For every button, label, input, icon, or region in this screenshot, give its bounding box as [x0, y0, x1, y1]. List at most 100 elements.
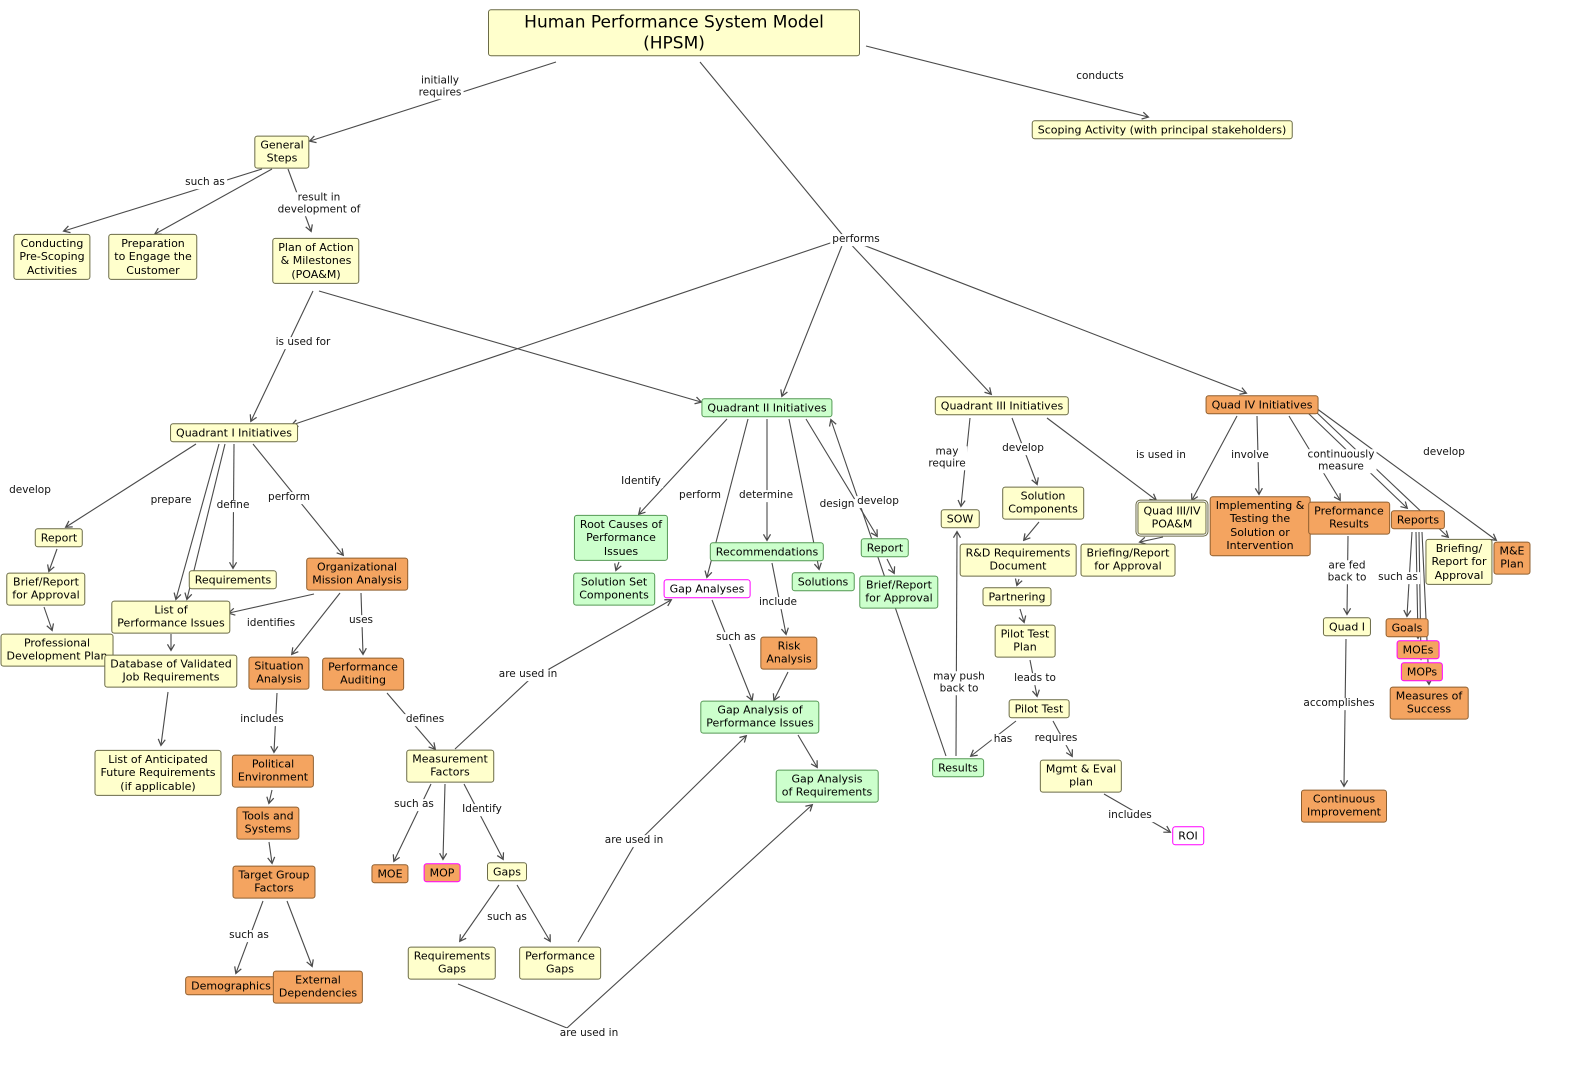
edge-label-performs-trunk: performs: [830, 233, 882, 246]
node-me-plan[interactable]: M&E Plan: [1493, 541, 1531, 575]
edge-label-identifies-issues: identifies: [244, 617, 298, 630]
edge-suchas-perfgaps: [516, 884, 551, 943]
edge-used-for-quad2: [318, 290, 703, 405]
edge-used-for-quad1: [249, 290, 314, 423]
edge-rootcauses-solset: [614, 561, 622, 572]
node-pilot-test[interactable]: Pilot Test: [1008, 699, 1070, 719]
edge-usedin-gapanalyses: [454, 599, 673, 750]
edge-suchas-extdeps: [286, 900, 314, 968]
node-perf-auditing[interactable]: Performance Auditing: [322, 657, 404, 691]
edge-label-usedin-gapanalyses: are used in: [496, 668, 560, 681]
node-quad3[interactable]: Quadrant III Initiatives: [934, 396, 1070, 416]
node-mops[interactable]: MOPs: [1400, 662, 1444, 682]
node-gap-perf-issues[interactable]: Gap Analysis of Performance Issues: [700, 700, 820, 734]
node-partnering[interactable]: Partnering: [982, 587, 1052, 607]
edge-performs-quad1: [290, 237, 846, 428]
node-gaps[interactable]: Gaps: [487, 862, 527, 882]
node-roi[interactable]: ROI: [1172, 826, 1204, 846]
edge-performs-trunk: [699, 61, 846, 239]
node-quad1[interactable]: Quadrant I Initiatives: [170, 423, 298, 443]
node-pref-results[interactable]: Preformance Results: [1308, 501, 1390, 535]
edge-label-usedin-gapperf: are used in: [602, 834, 666, 847]
edge-label-fedback-quad1: are fed back to: [1325, 559, 1369, 584]
node-prep-engage[interactable]: Preparation to Engage the Customer: [108, 233, 198, 281]
node-external-deps[interactable]: External Dependencies: [272, 970, 364, 1004]
node-sow[interactable]: SOW: [940, 509, 980, 529]
node-risk-analysis[interactable]: Risk Analysis: [760, 636, 818, 670]
node-mop[interactable]: MOP: [423, 863, 461, 883]
edge-label-suchas-demographics: such as: [227, 929, 271, 942]
edge-label-suchas-gapperf: such as: [714, 631, 758, 644]
edge-conducts: [865, 45, 1150, 120]
node-solutions[interactable]: Solutions: [791, 572, 855, 592]
node-report-2[interactable]: Report: [860, 538, 910, 558]
node-results[interactable]: Results: [932, 758, 984, 778]
node-impl-testing[interactable]: Implementing & Testing the Solution or I…: [1209, 496, 1311, 556]
node-quad1-small[interactable]: Quad I: [1322, 617, 1372, 637]
edge-label-result-in-poam: result in development of: [275, 191, 363, 216]
node-requirements[interactable]: Requirements: [188, 570, 278, 590]
node-db-validated[interactable]: Database of Validated Job Requirements: [104, 654, 238, 688]
node-solution-components[interactable]: Solution Components: [1002, 486, 1084, 520]
node-goals[interactable]: Goals: [1385, 618, 1429, 638]
edge-gapperf-gapreq: [797, 734, 818, 769]
node-general-steps[interactable]: General Steps: [254, 135, 310, 169]
node-meas-factors[interactable]: Measurement Factors: [406, 749, 494, 783]
edge-political-tools: [266, 789, 275, 805]
node-pilot-test-plan[interactable]: Pilot Test Plan: [994, 624, 1056, 658]
node-root-causes[interactable]: Root Causes of Performance Issues: [573, 514, 669, 562]
edge-label-leadsto-pilottest: leads to: [1012, 672, 1058, 685]
edge-risk-gapperf: [772, 671, 789, 702]
edge-label-develop-solcomp: develop: [1000, 442, 1046, 455]
node-brief-report-3[interactable]: Briefing/Report for Approval: [1080, 543, 1176, 577]
edge-quad34-brief3: [1138, 536, 1164, 545]
node-quad4[interactable]: Quad IV Initiatives: [1205, 395, 1319, 415]
node-title[interactable]: Human Performance System Model (HPSM): [488, 9, 860, 57]
node-perf-gaps[interactable]: Performance Gaps: [519, 946, 601, 980]
node-demographics[interactable]: Demographics: [185, 976, 277, 996]
node-brief-report-2[interactable]: Brief/Report for Approval: [859, 575, 939, 609]
node-scoping-activity[interactable]: Scoping Activity (with principal stakeho…: [1031, 120, 1293, 140]
node-report-1[interactable]: Report: [34, 528, 84, 548]
node-gap-requirements[interactable]: Gap Analysis of Requirements: [775, 769, 879, 803]
edge-label-identify-rootcauses: Identify: [619, 475, 663, 488]
node-poam[interactable]: Plan of Action & Milestones (POA&M): [272, 237, 360, 285]
node-reports[interactable]: Reports: [1390, 510, 1446, 530]
node-future-reqs[interactable]: List of Anticipated Future Requirements …: [94, 749, 222, 797]
node-solution-set[interactable]: Solution Set Components: [573, 572, 655, 606]
node-target-group[interactable]: Target Group Factors: [232, 865, 316, 899]
edge-suchas-gapperf: [711, 599, 754, 702]
node-moes[interactable]: MOEs: [1396, 640, 1440, 660]
node-pre-scoping[interactable]: Conducting Pre-Scoping Activities: [13, 233, 91, 281]
node-measures-success[interactable]: Measures of Success: [1389, 686, 1469, 720]
node-brief-report-4[interactable]: Briefing/ Report for Approval: [1425, 538, 1493, 586]
node-prof-dev-plan[interactable]: Professional Development Plan: [0, 633, 114, 667]
edge-label-usedin-gapreq: are used in: [557, 1027, 621, 1040]
edge-label-suchas-goals: such as: [1376, 571, 1420, 584]
node-tools-systems[interactable]: Tools and Systems: [236, 806, 300, 840]
node-recommendations[interactable]: Recommendations: [709, 542, 825, 562]
node-gap-analyses[interactable]: Gap Analyses: [663, 579, 751, 599]
node-org-mission[interactable]: Organizational Mission Analysis: [306, 557, 408, 591]
edge-pushback-sow: [952, 530, 962, 757]
node-continuous-improvement[interactable]: Continuous Improvement: [1301, 789, 1387, 823]
edge-label-mayrequire-sow: may require: [926, 445, 968, 470]
edge-label-identify-gaps: Identify: [460, 803, 504, 816]
node-quad34-poam[interactable]: Quad III/IV POA&M: [1137, 501, 1207, 535]
edge-suchas-mop: [439, 783, 448, 861]
node-rd-requirements[interactable]: R&D Requirements Document: [959, 543, 1077, 577]
node-mgmt-eval-plan[interactable]: Mgmt & Eval plan: [1039, 759, 1123, 793]
node-quad2[interactable]: Quadrant II Initiatives: [701, 398, 833, 418]
node-political-env[interactable]: Political Environment: [231, 754, 315, 788]
node-perf-issues[interactable]: List of Performance Issues: [111, 600, 231, 634]
edge-label-used-for-quad1: is used for: [273, 336, 333, 349]
edge-suchas-reqgaps: [459, 884, 500, 943]
node-req-gaps[interactable]: Requirements Gaps: [407, 946, 497, 980]
edge-performs-quad2: [780, 237, 846, 398]
node-moe[interactable]: MOE: [371, 864, 409, 884]
edge-develop-meplan: [1315, 407, 1498, 541]
node-situation-analysis[interactable]: Situation Analysis: [248, 656, 310, 690]
edge-such-as-prescoping: [62, 168, 263, 234]
node-brief-report-1[interactable]: Brief/Report for Approval: [6, 572, 86, 606]
edge-label-has-results: has: [991, 733, 1015, 746]
